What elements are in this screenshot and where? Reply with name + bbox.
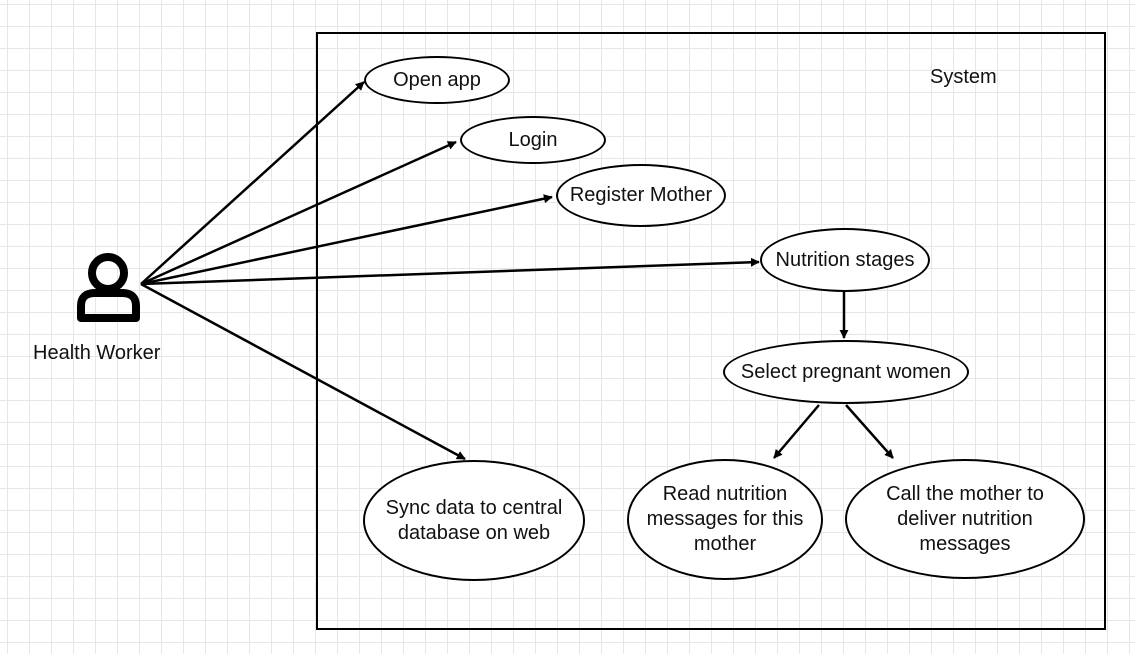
arrow-actor-to-sync-data [140, 282, 466, 461]
arrow-actor-to-register-mother [140, 194, 553, 286]
system-boundary [316, 32, 1106, 630]
arrow-actor-to-open-app [140, 81, 365, 285]
system-label: System [930, 66, 997, 88]
actor-label: Health Worker [33, 342, 161, 364]
use-case-call-mother[interactable]: Call the mother to deliver nutrition mes… [845, 459, 1085, 579]
use-case-read-nutrition-messages[interactable]: Read nutrition messages for this mother [627, 459, 823, 580]
use-case-login[interactable]: Login [460, 116, 606, 164]
use-case-open-app[interactable]: Open app [364, 56, 510, 104]
arrow-actor-to-nutrition-stages [140, 257, 760, 286]
use-case-register-mother[interactable]: Register Mother [556, 164, 726, 227]
arrow-select-to-read [773, 404, 820, 459]
use-case-nutrition-stages[interactable]: Nutrition stages [760, 228, 930, 292]
arrow-actor-to-login [140, 140, 457, 286]
use-case-select-pregnant-women[interactable]: Select pregnant women [723, 340, 969, 404]
person-icon [77, 253, 140, 322]
arrow-select-to-call [845, 404, 894, 459]
use-case-sync-data[interactable]: Sync data to central database on web [363, 460, 585, 581]
